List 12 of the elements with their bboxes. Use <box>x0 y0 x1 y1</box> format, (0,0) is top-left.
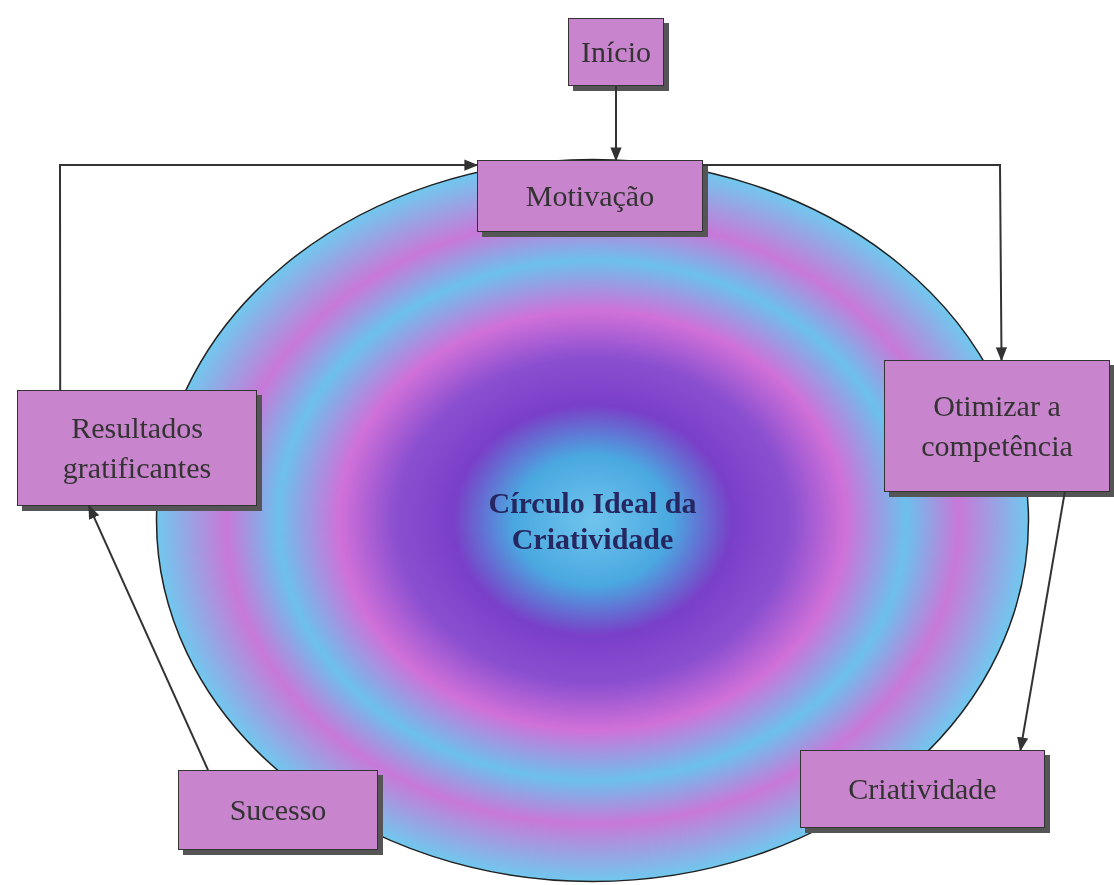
arrow <box>702 164 1007 362</box>
step-label: Otimizar a competência <box>920 388 1074 464</box>
step-label: Criatividade <box>848 771 997 807</box>
step-label: Início <box>581 34 651 70</box>
step-label: Resultados gratificantes <box>61 410 213 486</box>
arrow <box>1017 491 1066 752</box>
arrow <box>59 159 479 391</box>
center-title: Círculo Ideal da Criatividade <box>487 484 698 557</box>
step-label: Sucesso <box>229 792 327 828</box>
step-label: Motivação <box>525 178 655 214</box>
arrow <box>610 85 622 162</box>
arrow <box>88 504 209 771</box>
